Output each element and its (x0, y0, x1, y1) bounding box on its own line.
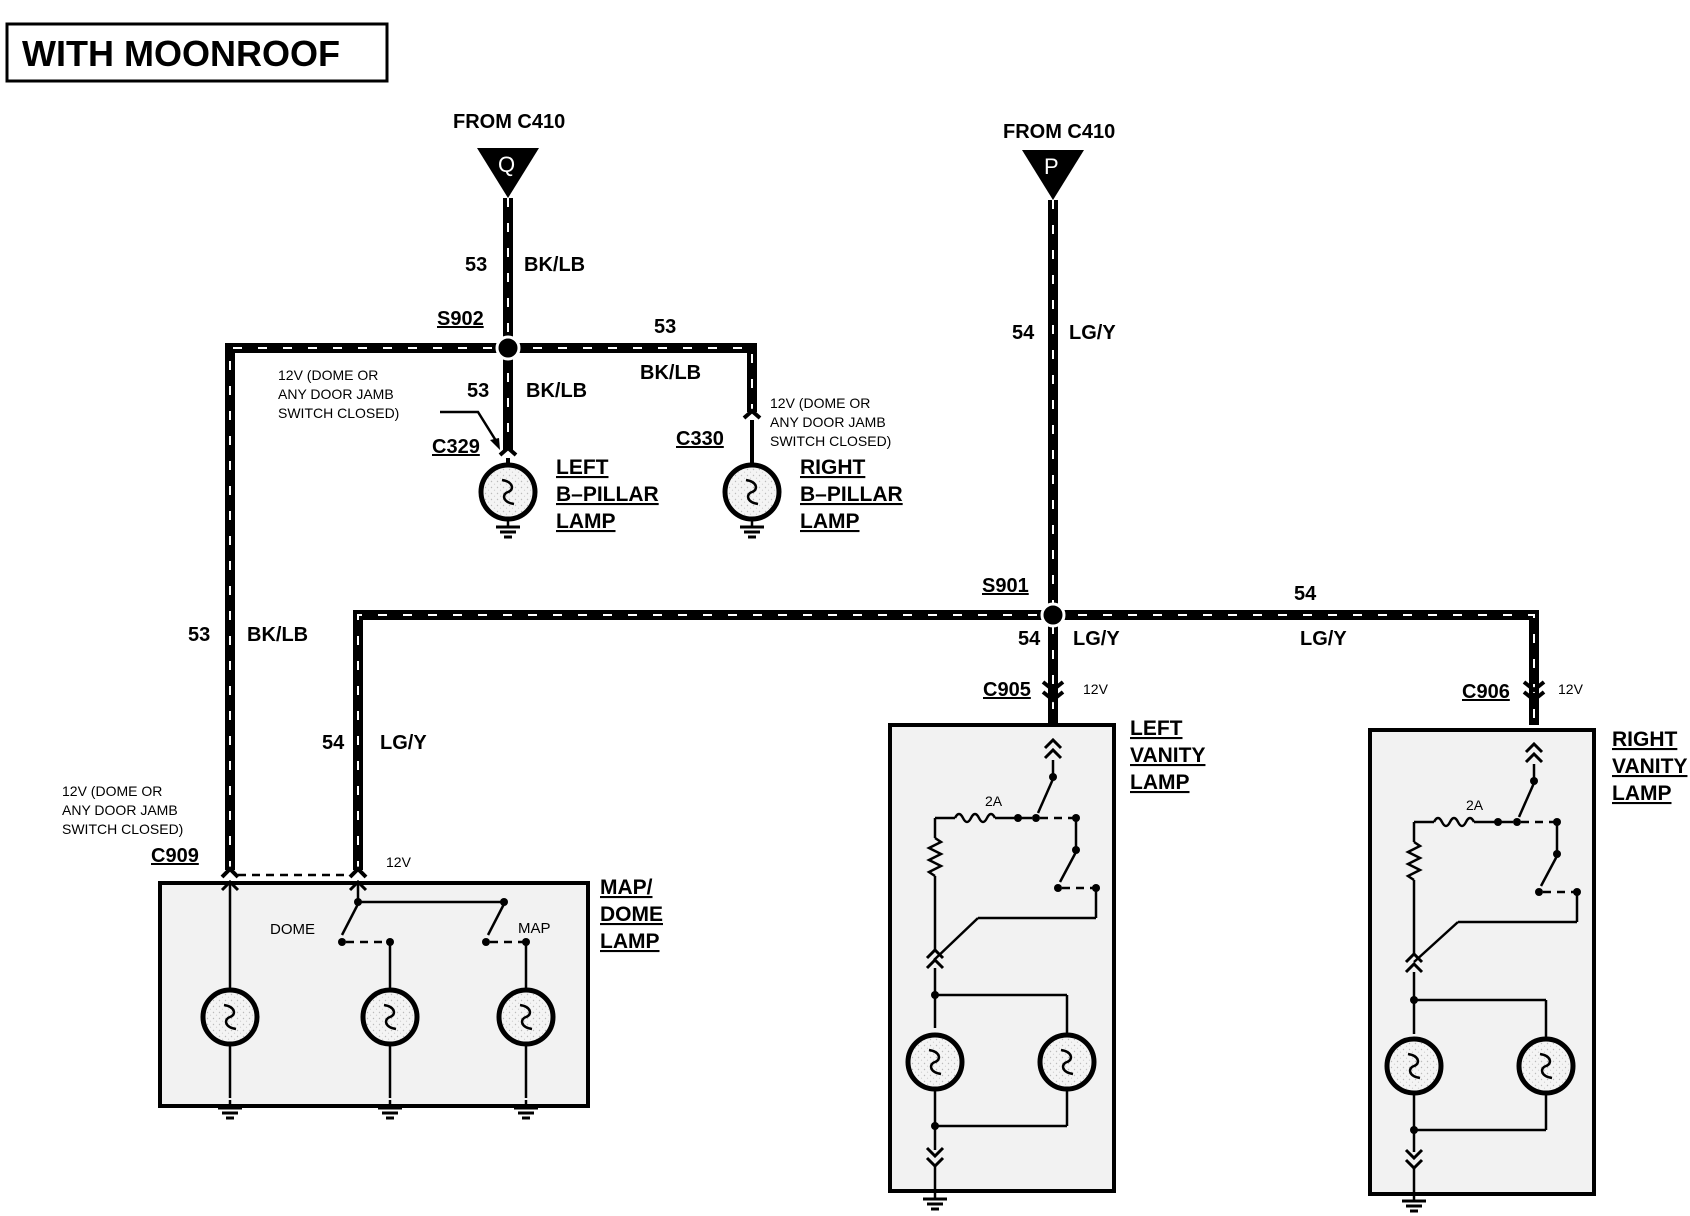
page-title: WITH MOONROOF (22, 33, 340, 74)
feed-q: FROM C410 Q (453, 111, 565, 198)
wire-color-lgy-d: LG/Y (380, 732, 427, 754)
right-bpillar-name-3: LAMP (800, 510, 860, 533)
feed-q-pin: Q (498, 152, 515, 177)
right-bpillar-bulb-icon (725, 465, 779, 519)
jamb-note-line3: SWITCH CLOSED) (770, 433, 891, 449)
jamb-note-line2: ANY DOOR JAMB (278, 386, 394, 402)
wire-color-bklb-d: BK/LB (247, 624, 308, 646)
wire-label-53-d: 53 (188, 624, 210, 646)
feed-p-label: FROM C410 (1003, 121, 1115, 143)
circuit-54-wires (353, 200, 1539, 870)
jamb-note-line1: 12V (DOME OR (278, 367, 378, 383)
left-bpillar-name-1: LEFT (556, 456, 609, 479)
jamb-note-line3: SWITCH CLOSED) (62, 821, 183, 837)
left-bpillar-lamp: 12V (DOME OR ANY DOOR JAMB SWITCH CLOSED… (278, 367, 659, 539)
connector-c906: C906 (1462, 681, 1510, 703)
wire-label-54-a: 54 (1012, 322, 1035, 344)
dome-bulb-icon (203, 990, 257, 1044)
right-vanity-bulb-icon (1519, 1039, 1573, 1093)
wire-color-bklb-c: BK/LB (526, 380, 587, 402)
left-vanity-lamp: C905 12V 2A (888, 679, 1205, 1211)
connector-c905: C905 (983, 679, 1031, 701)
ground-icon (738, 517, 766, 539)
voltage-12v-label: 12V (1083, 681, 1109, 697)
voltage-12v-label: 12V (386, 854, 412, 870)
splice-s901-dot (1040, 602, 1066, 628)
left-vanity-name-1: LEFT (1130, 717, 1183, 740)
wire-label-53-a: 53 (465, 254, 487, 276)
wire-label-53-b: 53 (654, 316, 676, 338)
feed-q-label: FROM C410 (453, 111, 565, 133)
left-vanity-name-3: LAMP (1130, 771, 1190, 794)
feed-p: FROM C410 P (1003, 121, 1115, 200)
jamb-note-line3: SWITCH CLOSED) (278, 405, 399, 421)
left-vanity-name-2: VANITY (1130, 744, 1205, 767)
map-switch-label: MAP (518, 920, 551, 937)
jamb-note-line1: 12V (DOME OR (62, 783, 162, 799)
wire-color-lgy-c: LG/Y (1300, 628, 1347, 650)
wire-color-lgy-b: LG/Y (1073, 628, 1120, 650)
feed-p-pin: P (1044, 154, 1059, 179)
right-bpillar-name-1: RIGHT (800, 456, 866, 479)
fuse-2a-label: 2A (1466, 797, 1484, 813)
map-bulb-icon (499, 990, 553, 1044)
map-dome-lamp: 12V (DOME OR ANY DOOR JAMB SWITCH CLOSED… (62, 783, 663, 1120)
circuit-53-wires (225, 198, 757, 870)
jamb-note-line2: ANY DOOR JAMB (770, 414, 886, 430)
connector-c329: C329 (432, 436, 480, 458)
left-vanity-bulb-icon (1040, 1035, 1094, 1089)
fuse-2a-label: 2A (985, 793, 1003, 809)
ground-icon (921, 1189, 949, 1211)
right-vanity-name-1: RIGHT (1612, 728, 1678, 751)
left-vanity-bulb-icon (908, 1035, 962, 1089)
map-dome-name-1: MAP/ (600, 876, 653, 899)
wire-label-54-d: 54 (322, 732, 345, 754)
right-vanity-bulb-icon (1387, 1039, 1441, 1093)
left-bpillar-name-2: B–PILLAR (556, 483, 659, 506)
right-bpillar-name-2: B–PILLAR (800, 483, 903, 506)
wire-color-bklb-a: BK/LB (524, 254, 585, 276)
voltage-12v-label: 12V (1558, 681, 1584, 697)
wire-color-lgy-a: LG/Y (1069, 322, 1116, 344)
jamb-note-line1: 12V (DOME OR (770, 395, 870, 411)
wire-label-53-c: 53 (467, 380, 489, 402)
connector-c909: C909 (151, 845, 199, 867)
map-dome-name-3: LAMP (600, 930, 660, 953)
right-vanity-name-2: VANITY (1612, 755, 1687, 778)
jamb-note-line2: ANY DOOR JAMB (62, 802, 178, 818)
feed-q-arrow (477, 148, 539, 198)
splice-s902-label: S902 (437, 308, 484, 330)
map-bulb-icon (363, 990, 417, 1044)
right-bpillar-lamp: 12V (DOME OR ANY DOOR JAMB SWITCH CLOSED… (676, 395, 903, 539)
left-bpillar-name-3: LAMP (556, 510, 616, 533)
dome-switch-label: DOME (270, 921, 315, 938)
wire-label-54-c: 54 (1294, 583, 1317, 605)
right-vanity-name-3: LAMP (1612, 782, 1672, 805)
wire-color-bklb-b: BK/LB (640, 362, 701, 384)
splice-s902-dot (495, 335, 521, 361)
right-vanity-lamp: C906 12V 2A (1368, 680, 1687, 1213)
connector-c330: C330 (676, 428, 724, 450)
map-dome-name-2: DOME (600, 903, 663, 926)
wire-label-54-b: 54 (1018, 628, 1041, 650)
left-bpillar-bulb-icon (481, 465, 535, 519)
splice-s901-label: S901 (982, 575, 1029, 597)
header-box: WITH MOONROOF (5, 22, 389, 83)
ground-icon (494, 517, 522, 539)
feed-p-arrow (1022, 150, 1084, 200)
